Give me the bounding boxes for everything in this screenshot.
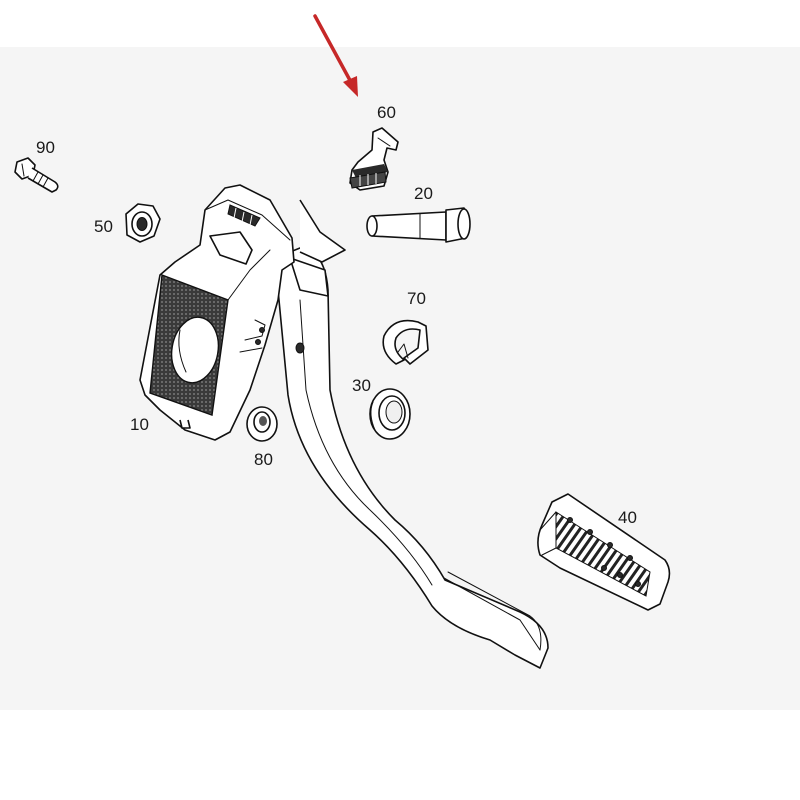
- callout-10: 10: [130, 415, 149, 434]
- part-70-circlip: [382, 319, 429, 365]
- part-20-pivot-pin: [366, 207, 471, 243]
- part-90-bolt: [14, 157, 59, 193]
- callout-90: 90: [36, 138, 55, 157]
- callout-50: 50: [94, 217, 113, 236]
- callout-20: 20: [414, 184, 433, 203]
- part-50-hex-nut: [125, 203, 161, 243]
- part-40-pedal-pad: [537, 493, 671, 611]
- diagram-background-panel: [0, 47, 800, 710]
- part-60-pedal-switch: [349, 127, 399, 191]
- callout-30: 30: [352, 376, 371, 395]
- highlight-arrow: [313, 14, 358, 97]
- part-10-pedal-bracket-and-lever: [139, 184, 549, 669]
- callout-80: 80: [254, 450, 273, 469]
- callout-40: 40: [618, 508, 637, 527]
- callout-60: 60: [377, 103, 396, 122]
- part-80-small-bushing: [246, 406, 278, 442]
- part-30-bushing: [369, 388, 411, 440]
- callout-70: 70: [407, 289, 426, 308]
